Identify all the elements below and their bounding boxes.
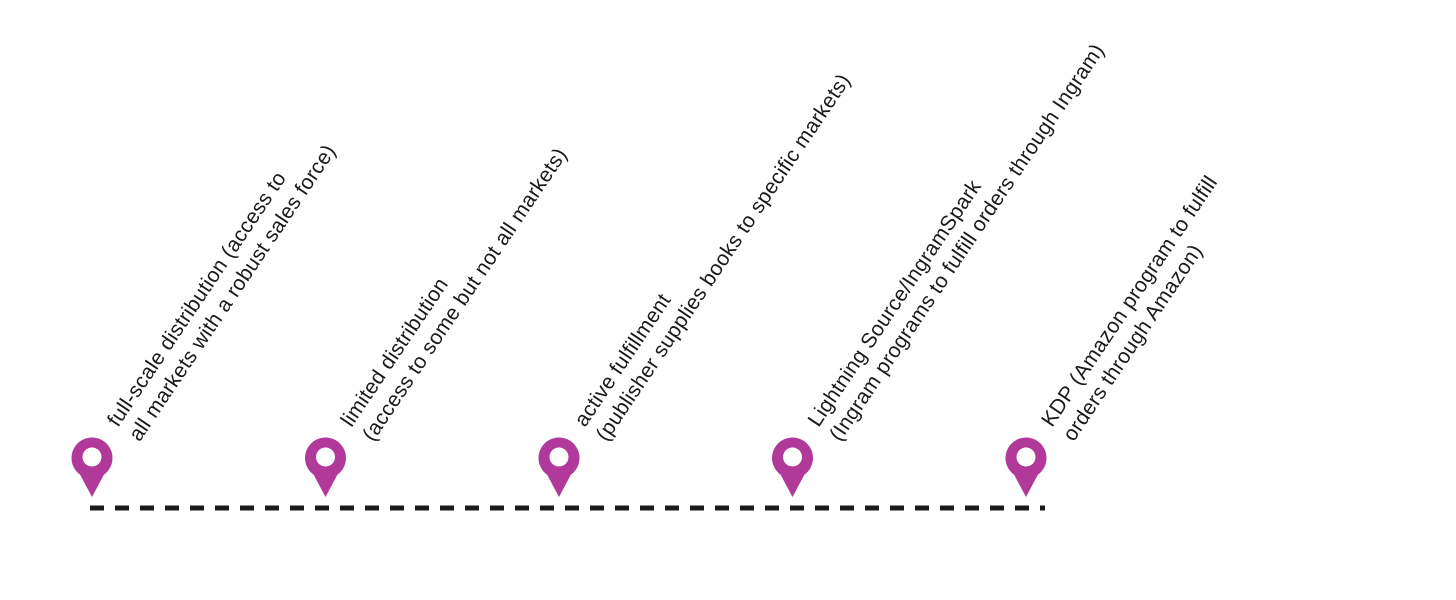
timeline-marker: limited distribution(access to some but … [304, 129, 572, 497]
timeline-markers: full-scale distribution (access toall ma… [71, 40, 1244, 497]
marker-label: active fulfillment(publisher supplies bo… [570, 55, 855, 445]
marker-label-line: Lightning Source/IngramSpark [804, 176, 986, 431]
pin-hole [549, 447, 569, 467]
map-pin-icon [304, 437, 346, 497]
timeline-marker: full-scale distribution (access toall ma… [71, 126, 341, 497]
timeline-marker: KDP (Amazon program to fulfillorders thr… [1005, 172, 1244, 497]
timeline-marker: active fulfillment(publisher supplies bo… [538, 55, 855, 497]
map-pin-icon [71, 437, 113, 497]
map-pin-icon [1005, 437, 1047, 497]
map-pin-icon [772, 437, 814, 497]
marker-label-line: full-scale distribution (access to [103, 168, 291, 431]
marker-label-line: all markets with a robust sales force) [125, 140, 341, 445]
marker-label-line: KDP (Amazon program to fulfill [1037, 172, 1222, 431]
pin-hole [783, 447, 802, 467]
marker-label-line: (publisher supplies books to specific ma… [592, 70, 856, 446]
map-pin-icon [538, 437, 580, 497]
pin-hole [316, 447, 335, 467]
pin-hole [1016, 447, 1036, 467]
pin-hole [82, 447, 102, 467]
marker-label: limited distribution(access to some but … [337, 129, 572, 445]
marker-label: full-scale distribution (access toall ma… [103, 126, 341, 445]
marker-label-line: (access to some but not all markets) [358, 144, 572, 445]
marker-label: KDP (Amazon program to fulfillorders thr… [1037, 172, 1244, 446]
marker-label-line: orders through Amazon) [1059, 240, 1208, 445]
